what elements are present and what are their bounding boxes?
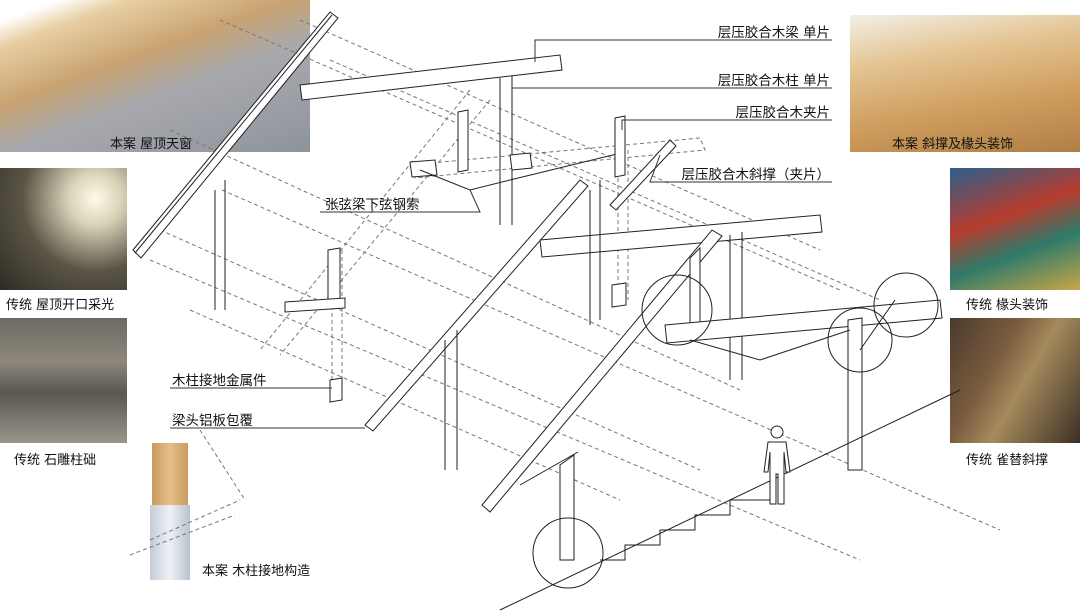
- label-beam: 层压胶合木梁 单片: [717, 25, 830, 41]
- label-base-metal: 木柱接地金属件: [172, 373, 267, 389]
- photo-traditional-skylight: [0, 168, 127, 290]
- caption-queti-brace: 传统 雀替斜撑: [966, 453, 1049, 468]
- label-brace: 层压胶合木斜撑（夹片）: [681, 167, 831, 183]
- photo-traditional-rafter: [950, 168, 1080, 290]
- photo-brace-decoration: [850, 15, 1080, 152]
- detail-circle: [873, 272, 939, 338]
- beam-front-sloped: [481, 229, 723, 513]
- photo-skylight: [0, 0, 310, 152]
- label-beam-end: 梁头铝板包覆: [172, 413, 253, 429]
- label-column: 层压胶合木柱 单片: [717, 73, 830, 89]
- leader-lines: [170, 39, 832, 429]
- projection-lines: [129, 19, 1001, 561]
- label-clamp: 层压胶合木夹片: [735, 105, 831, 121]
- beam-top: [299, 54, 563, 101]
- label-cable: 张弦梁下弦钢索: [325, 197, 420, 213]
- human-figure-icon: [763, 425, 791, 505]
- caption-traditional-rafter: 传统 椽头装饰: [966, 298, 1049, 313]
- beam-left: [132, 11, 339, 259]
- photo-stone-plinth: [0, 318, 127, 443]
- caption-brace-decoration: 本案 斜撑及椽头装饰: [892, 137, 1014, 152]
- base-detail-wood-column: [152, 443, 188, 513]
- caption-base-detail: 本案 木柱接地构造: [202, 564, 311, 579]
- caption-traditional-skylight: 传统 屋顶开口采光: [6, 298, 115, 313]
- detail-circle: [827, 307, 893, 373]
- base-detail-metal-plate: [150, 505, 190, 580]
- stairs: [600, 499, 770, 561]
- beam-middle: [364, 179, 589, 432]
- photo-queti-brace: [950, 318, 1080, 443]
- detail-circle: [532, 517, 604, 589]
- detail-circle: [641, 274, 713, 346]
- caption-skylight: 本案 屋顶天窗: [110, 137, 193, 152]
- caption-stone-plinth: 传统 石雕柱础: [14, 453, 97, 468]
